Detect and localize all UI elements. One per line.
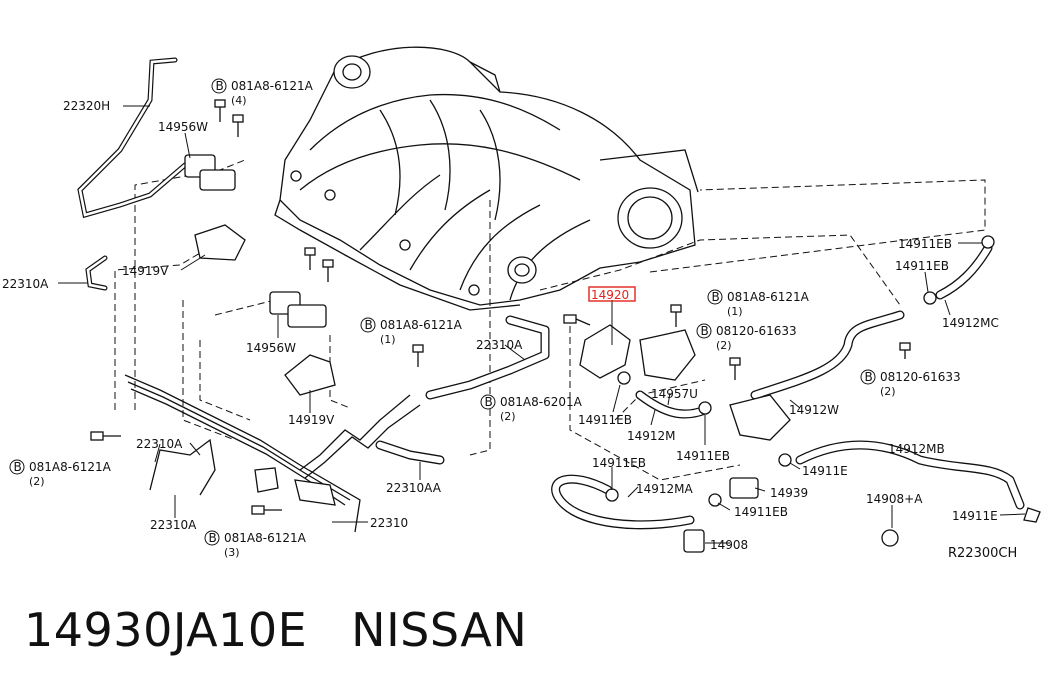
bolt-references: B 081A8-6121A (4) B 081A8-6121A (1) B 08… — [9, 78, 961, 559]
dashed-reference-lines — [114, 159, 986, 481]
svg-text:B: B — [712, 290, 720, 304]
svg-text:B: B — [701, 324, 709, 338]
bolt-ref-5[interactable]: B 081A8-6121A (3) — [204, 530, 307, 559]
svg-text:(1): (1) — [380, 333, 396, 346]
svg-text:081A8-6121A: 081A8-6121A — [29, 460, 112, 474]
svg-text:B: B — [485, 395, 493, 409]
callout-22310[interactable]: 22310 — [370, 516, 408, 530]
svg-text:(2): (2) — [880, 385, 896, 398]
callout-22320h[interactable]: 22320H — [63, 99, 110, 113]
callout-14912ma[interactable]: 14912MA — [636, 482, 694, 496]
callout-22310a-left[interactable]: 22310A — [2, 277, 49, 291]
callout-14911eb-e[interactable]: 14911EB — [898, 237, 952, 251]
leader-lines — [58, 105, 1026, 544]
bolts — [90, 99, 911, 515]
svg-text:(2): (2) — [500, 410, 516, 423]
bolt-ref-2[interactable]: B 081A8-6121A (1) — [360, 317, 463, 346]
svg-text:081A8-6121A: 081A8-6121A — [231, 79, 314, 93]
svg-text:(1): (1) — [727, 305, 743, 318]
callout-22310a-center[interactable]: 22310A — [476, 338, 523, 352]
callout-14957u[interactable]: 14957U — [651, 387, 698, 401]
svg-text:(2): (2) — [29, 475, 45, 488]
callout-14912mc[interactable]: 14912MC — [942, 316, 999, 330]
intake-manifold-drawing — [274, 46, 699, 311]
callout-14911eb-d[interactable]: 14911EB — [734, 505, 788, 519]
svg-text:(3): (3) — [224, 546, 240, 559]
svg-text:081A8-6121A: 081A8-6121A — [727, 290, 810, 304]
callout-labels: 22320H 14956W 14919V 22310A 14956W 14919… — [2, 99, 999, 552]
svg-text:B: B — [865, 370, 873, 384]
hoses — [77, 57, 1025, 530]
callout-14919v-upper[interactable]: 14919V — [122, 264, 169, 278]
svg-text:B: B — [14, 460, 22, 474]
callout-22310a-mid[interactable]: 22310A — [136, 437, 183, 451]
svg-text:081A8-6201A: 081A8-6201A — [500, 395, 583, 409]
callout-14908-a[interactable]: 14908+A — [866, 492, 923, 506]
callout-22310aa[interactable]: 22310AA — [386, 481, 442, 495]
brand-name: NISSAN — [351, 603, 528, 657]
diagram-code: R22300CH — [948, 546, 1017, 561]
svg-text:08120-61633: 08120-61633 — [716, 324, 797, 338]
bolt-ref-8[interactable]: B 08120-61633 (2) — [860, 369, 961, 398]
bolt-ref-6[interactable]: B 081A8-6121A (1) — [707, 289, 810, 318]
callout-14912mb[interactable]: 14912MB — [888, 442, 945, 456]
svg-text:(4): (4) — [231, 94, 247, 107]
callout-14911eb-a[interactable]: 14911EB — [578, 413, 632, 427]
callout-14908[interactable]: 14908 — [710, 538, 748, 552]
svg-text:B: B — [216, 79, 224, 93]
callout-14911eb-f[interactable]: 14911EB — [895, 259, 949, 273]
callout-14939[interactable]: 14939 — [770, 486, 808, 500]
parts-diagram: 22320H 14956W 14919V 22310A 14956W 14919… — [2, 46, 1041, 561]
callout-14911e-b[interactable]: 14911E — [952, 509, 998, 523]
part-caption: 14930JA10E NISSAN — [24, 598, 527, 662]
callout-14911eb-b[interactable]: 14911EB — [676, 449, 730, 463]
svg-text:08120-61633: 08120-61633 — [880, 370, 961, 384]
callout-14920[interactable]: 14920 — [591, 288, 629, 302]
callout-14956w-upper[interactable]: 14956W — [158, 120, 208, 134]
bolt-ref-3[interactable]: B 081A8-6201A (2) — [480, 394, 583, 423]
callout-14911e-a[interactable]: 14911E — [802, 464, 848, 478]
svg-text:B: B — [365, 318, 373, 332]
highlight-box-14920 — [588, 286, 636, 302]
bolt-ref-1[interactable]: B 081A8-6121A (4) — [211, 78, 314, 107]
bolt-ref-4[interactable]: B 081A8-6121A (2) — [9, 459, 112, 488]
callout-22310a-bottom[interactable]: 22310A — [150, 518, 197, 532]
callout-14956w-lower[interactable]: 14956W — [246, 341, 296, 355]
tube-harness — [124, 374, 421, 533]
callout-14919v-lower[interactable]: 14919V — [288, 413, 335, 427]
svg-text:(2): (2) — [716, 339, 732, 352]
svg-text:081A8-6121A: 081A8-6121A — [380, 318, 463, 332]
part-number: 14930JA10E — [24, 603, 308, 657]
bolt-ref-7[interactable]: B 08120-61633 (2) — [696, 323, 797, 352]
svg-text:081A8-6121A: 081A8-6121A — [224, 531, 307, 545]
solenoid-valves — [184, 154, 1041, 553]
callout-14912w[interactable]: 14912W — [789, 403, 839, 417]
callout-14912m[interactable]: 14912M — [627, 429, 676, 443]
callout-14911eb-c[interactable]: 14911EB — [592, 456, 646, 470]
svg-text:B: B — [209, 531, 217, 545]
